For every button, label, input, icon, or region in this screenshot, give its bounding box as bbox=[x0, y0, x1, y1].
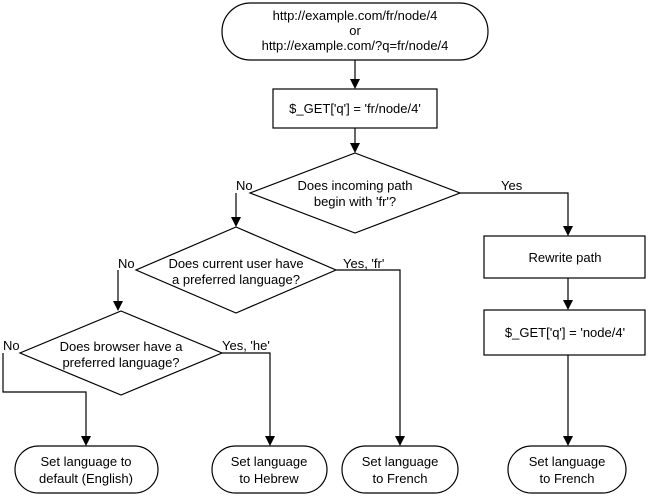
end-french-path-node: Set language to French bbox=[507, 445, 627, 494]
label-path-yes: Yes bbox=[501, 178, 523, 193]
arrowhead-get-rewritten bbox=[563, 300, 573, 310]
end-french-user-node: Set language to French bbox=[341, 445, 459, 494]
edge-user-yes bbox=[336, 269, 401, 437]
arrowhead-hebrew bbox=[265, 436, 275, 446]
end-hebrew-line-2: to Hebrew bbox=[239, 471, 299, 486]
decision-user-line-2: a preferred language? bbox=[172, 272, 300, 287]
get-rewritten-node: $_GET['q'] = 'node/4' bbox=[483, 309, 646, 356]
decision-user-line-1: Does current user have bbox=[168, 256, 303, 271]
decision-path-node: Does incoming path begin with 'fr'? bbox=[248, 152, 462, 234]
decision-browser-line-2: preferred language? bbox=[62, 355, 179, 370]
arrowhead-get bbox=[350, 79, 360, 89]
arrowhead-french-user bbox=[395, 436, 405, 446]
edge-path-yes bbox=[460, 192, 569, 227]
decision-browser-node: Does browser have a preferred language? bbox=[18, 310, 224, 396]
end-french-path-line-1: Set language bbox=[529, 454, 606, 469]
label-browser-yes: Yes, 'he' bbox=[222, 338, 270, 353]
start-line-3: http://example.com/?q=fr/node/4 bbox=[262, 38, 449, 53]
edge-browser-yes bbox=[222, 352, 271, 437]
edge-browser-no bbox=[2, 353, 87, 437]
end-french-user-line-1: Set language bbox=[362, 454, 439, 469]
end-hebrew-line-1: Set language bbox=[231, 454, 308, 469]
start-line-2: or bbox=[349, 23, 361, 38]
arrowhead-rewrite bbox=[563, 226, 573, 236]
end-default-line-1: Set language to bbox=[40, 454, 131, 469]
decision-browser-line-1: Does browser have a bbox=[60, 339, 184, 354]
label-user-yes: Yes, 'fr' bbox=[343, 256, 384, 271]
start-node: http://example.com/fr/node/4 or http://e… bbox=[221, 2, 489, 61]
rewrite-label: Rewrite path bbox=[529, 250, 602, 265]
arrowhead-french-path bbox=[563, 436, 573, 446]
get-initial-node: $_GET['q'] = 'fr/node/4' bbox=[272, 88, 438, 129]
arrowhead-user bbox=[231, 217, 241, 227]
edges bbox=[2, 60, 573, 446]
label-path-no: No bbox=[236, 178, 253, 193]
arrowhead-decision-path bbox=[350, 143, 360, 153]
label-browser-no: No bbox=[3, 338, 20, 353]
rewrite-node: Rewrite path bbox=[483, 235, 646, 279]
end-hebrew-node: Set language to Hebrew bbox=[211, 445, 328, 494]
get-rewritten-label: $_GET['q'] = 'node/4' bbox=[505, 325, 625, 340]
label-user-no: No bbox=[118, 256, 135, 271]
end-french-user-line-2: to French bbox=[373, 471, 428, 486]
decision-path-line-1: Does incoming path bbox=[298, 178, 413, 193]
start-line-1: http://example.com/fr/node/4 bbox=[273, 8, 438, 23]
arrowhead-default bbox=[81, 436, 91, 446]
end-default-line-2: default (English) bbox=[39, 471, 133, 486]
decision-path-line-2: begin with 'fr'? bbox=[314, 194, 396, 209]
arrowhead-browser bbox=[113, 301, 123, 311]
end-french-path-line-2: to French bbox=[540, 471, 595, 486]
edge-labels: No Yes No Yes, 'fr' No Yes, 'he' bbox=[3, 178, 523, 353]
decision-user-node: Does current user have a preferred langu… bbox=[134, 226, 338, 314]
get-initial-label: $_GET['q'] = 'fr/node/4' bbox=[289, 101, 421, 116]
end-default-node: Set language to default (English) bbox=[14, 445, 159, 494]
